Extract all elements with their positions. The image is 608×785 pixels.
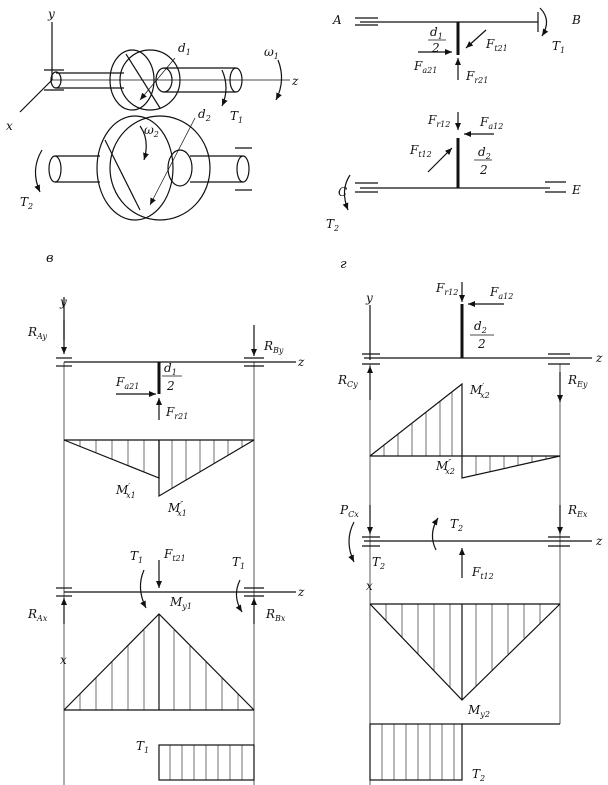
t2-hatching — [381, 724, 455, 780]
label-Ft12-force: Ft12 — [409, 143, 432, 159]
label-half-left: 2 — [166, 379, 175, 393]
label-Ft12-right: Ft12 — [471, 565, 494, 581]
label-RCy: RCy — [337, 373, 358, 389]
panel-label-g: г — [340, 257, 347, 272]
label-x-left: x — [60, 653, 67, 667]
label-d2-right: d2 — [474, 319, 487, 335]
label-T2-force: T2 — [326, 217, 339, 233]
label-Fa21-left: Fa21 — [115, 375, 139, 391]
label-T2-iso: T2 — [20, 195, 33, 211]
label-axis-x-iso: x — [6, 119, 13, 133]
label-RAx: RAx — [27, 607, 48, 623]
label-T2-right-a: T2 — [372, 555, 385, 571]
label-E: E — [571, 183, 581, 197]
label-half-1-force: 2 — [431, 41, 440, 55]
force-layout — [342, 7, 566, 211]
label-Fr21-left: Fr21 — [165, 405, 188, 421]
label-w1-iso: ω1 — [264, 45, 279, 61]
label-REy: REy — [567, 373, 588, 389]
label-PCx: PCx — [339, 503, 359, 519]
label-T1-left-b: T1 — [232, 555, 245, 571]
label-RAy: RAy — [27, 325, 48, 341]
label-half-2-force: 2 — [479, 163, 488, 177]
label-half-right: 2 — [477, 337, 486, 351]
label-d1-left: d1 — [164, 361, 177, 377]
t1-hatching — [169, 745, 243, 780]
gear-1-face — [119, 49, 181, 111]
label-A: A — [332, 13, 342, 27]
label-axis-y-iso: y — [47, 7, 55, 21]
label-T2-torque: T2 — [472, 767, 485, 783]
label-RBx: RBx — [265, 607, 286, 623]
x-axis-line — [19, 79, 53, 113]
label-Fr12-right: Fr12 — [435, 281, 458, 297]
label-T1-left-a: T1 — [130, 549, 143, 565]
isometric-gear-pair — [19, 22, 290, 221]
label-z-left-2: z — [297, 585, 305, 599]
label-d1-force: d1 — [430, 25, 443, 41]
gear-2-face — [109, 115, 211, 221]
label-y-right: y — [365, 291, 373, 305]
label-d2-force: d2 — [478, 145, 491, 161]
label-Fa12-right: Fa12 — [489, 285, 513, 301]
label-z-left-1: z — [297, 355, 305, 369]
label-Mx2-dprime: M″x2 — [435, 458, 455, 476]
label-C: C — [338, 185, 347, 199]
label-T1-force: T1 — [552, 39, 565, 55]
my1-hatching — [79, 630, 239, 710]
label-Fa21-force: Fa21 — [413, 59, 437, 75]
label-d2-iso: d2 — [198, 107, 211, 123]
label-Mx1-dprime: M″x1 — [167, 500, 187, 518]
label-Fr12-force: Fr12 — [427, 113, 450, 129]
label-Mx1-prime: M′x1 — [115, 482, 136, 500]
label-Fr21-force: Fr21 — [465, 69, 488, 85]
label-d1-iso: d1 — [178, 41, 191, 57]
label-z-right-2: z — [595, 534, 603, 548]
label-x-right: x — [366, 579, 373, 593]
label-Ft21-force: Ft21 — [485, 37, 508, 53]
label-My1: My1 — [169, 595, 192, 611]
label-REx: REx — [567, 503, 588, 519]
label-y-left: y — [59, 295, 67, 309]
shaft-1-diagrams — [56, 297, 296, 785]
label-RBy: RBy — [263, 339, 284, 355]
label-Fa12-force: Fa12 — [479, 115, 503, 131]
mx1-hatching — [79, 440, 243, 488]
label-My2: My2 — [467, 703, 490, 719]
label-Mx2-prime: M′x2 — [469, 382, 490, 400]
mx2-hatching — [383, 392, 547, 475]
label-z-right-1: z — [595, 351, 603, 365]
label-w2-iso: ω2 — [144, 123, 159, 139]
label-T1-iso: T1 — [230, 109, 243, 125]
shaft-2-diagrams — [348, 282, 592, 785]
my2-hatching — [385, 604, 541, 687]
label-Ft21-left: Ft21 — [163, 547, 186, 563]
label-B: B — [571, 13, 581, 27]
panel-label-v: в — [46, 251, 54, 266]
label-T2-right-b: T2 — [450, 517, 463, 533]
label-axis-z-iso: z — [291, 74, 299, 88]
label-T1-torque: T1 — [136, 739, 149, 755]
